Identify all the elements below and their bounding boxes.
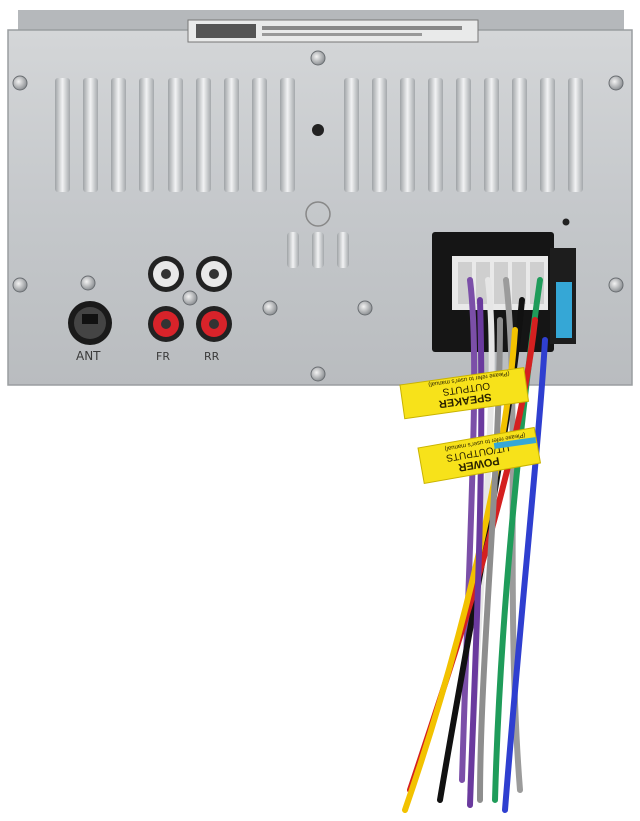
vent-slot bbox=[55, 78, 70, 192]
rca-jack-white-right bbox=[196, 256, 232, 292]
mount-hole bbox=[312, 124, 324, 136]
ant-label: ANT bbox=[76, 349, 101, 363]
vent-slot bbox=[168, 78, 183, 192]
rca-jacks: FR RR bbox=[148, 256, 232, 363]
vent-slot bbox=[111, 78, 126, 192]
rca-label-right: RR bbox=[204, 350, 220, 363]
vent-slot bbox=[400, 78, 415, 192]
vent-slot bbox=[372, 78, 387, 192]
vent-slot bbox=[344, 78, 359, 192]
rca-jack-white-left bbox=[148, 256, 184, 292]
screw bbox=[608, 277, 624, 293]
vent-slots bbox=[55, 78, 583, 192]
screw bbox=[262, 300, 278, 316]
screw bbox=[12, 75, 28, 91]
stamped-bumps bbox=[287, 201, 349, 268]
vent-slot bbox=[456, 78, 471, 192]
vent-slot bbox=[484, 78, 499, 192]
mount-hole bbox=[562, 218, 570, 226]
wire bbox=[502, 337, 548, 813]
rca-jack-red-right bbox=[196, 306, 232, 342]
screw bbox=[80, 275, 96, 291]
cable-tie bbox=[493, 437, 537, 449]
rca-label-left: FR bbox=[156, 350, 170, 363]
screw bbox=[310, 50, 326, 66]
vent-slot bbox=[139, 78, 154, 192]
screw bbox=[608, 75, 624, 91]
rca-jack-red-left bbox=[148, 306, 184, 342]
vent-slot bbox=[512, 78, 527, 192]
vent-slot bbox=[428, 78, 443, 192]
wire bbox=[467, 297, 485, 808]
vent-slot bbox=[224, 78, 239, 192]
vent-slot bbox=[83, 78, 98, 192]
vent-slot bbox=[280, 78, 295, 192]
vent-slot bbox=[540, 78, 555, 192]
vent-slot bbox=[196, 78, 211, 192]
harness-connector bbox=[432, 232, 576, 352]
screw bbox=[12, 277, 28, 293]
speaker-outputs-tag: SPEAKER OUTPUTS (Please refer to user's … bbox=[399, 367, 530, 420]
vent-slot bbox=[252, 78, 267, 192]
screw bbox=[357, 300, 373, 316]
antenna-jack: ANT bbox=[68, 301, 112, 363]
fuse bbox=[556, 282, 572, 338]
screw bbox=[182, 290, 198, 306]
vent-slot bbox=[568, 78, 583, 192]
screw bbox=[310, 366, 326, 382]
